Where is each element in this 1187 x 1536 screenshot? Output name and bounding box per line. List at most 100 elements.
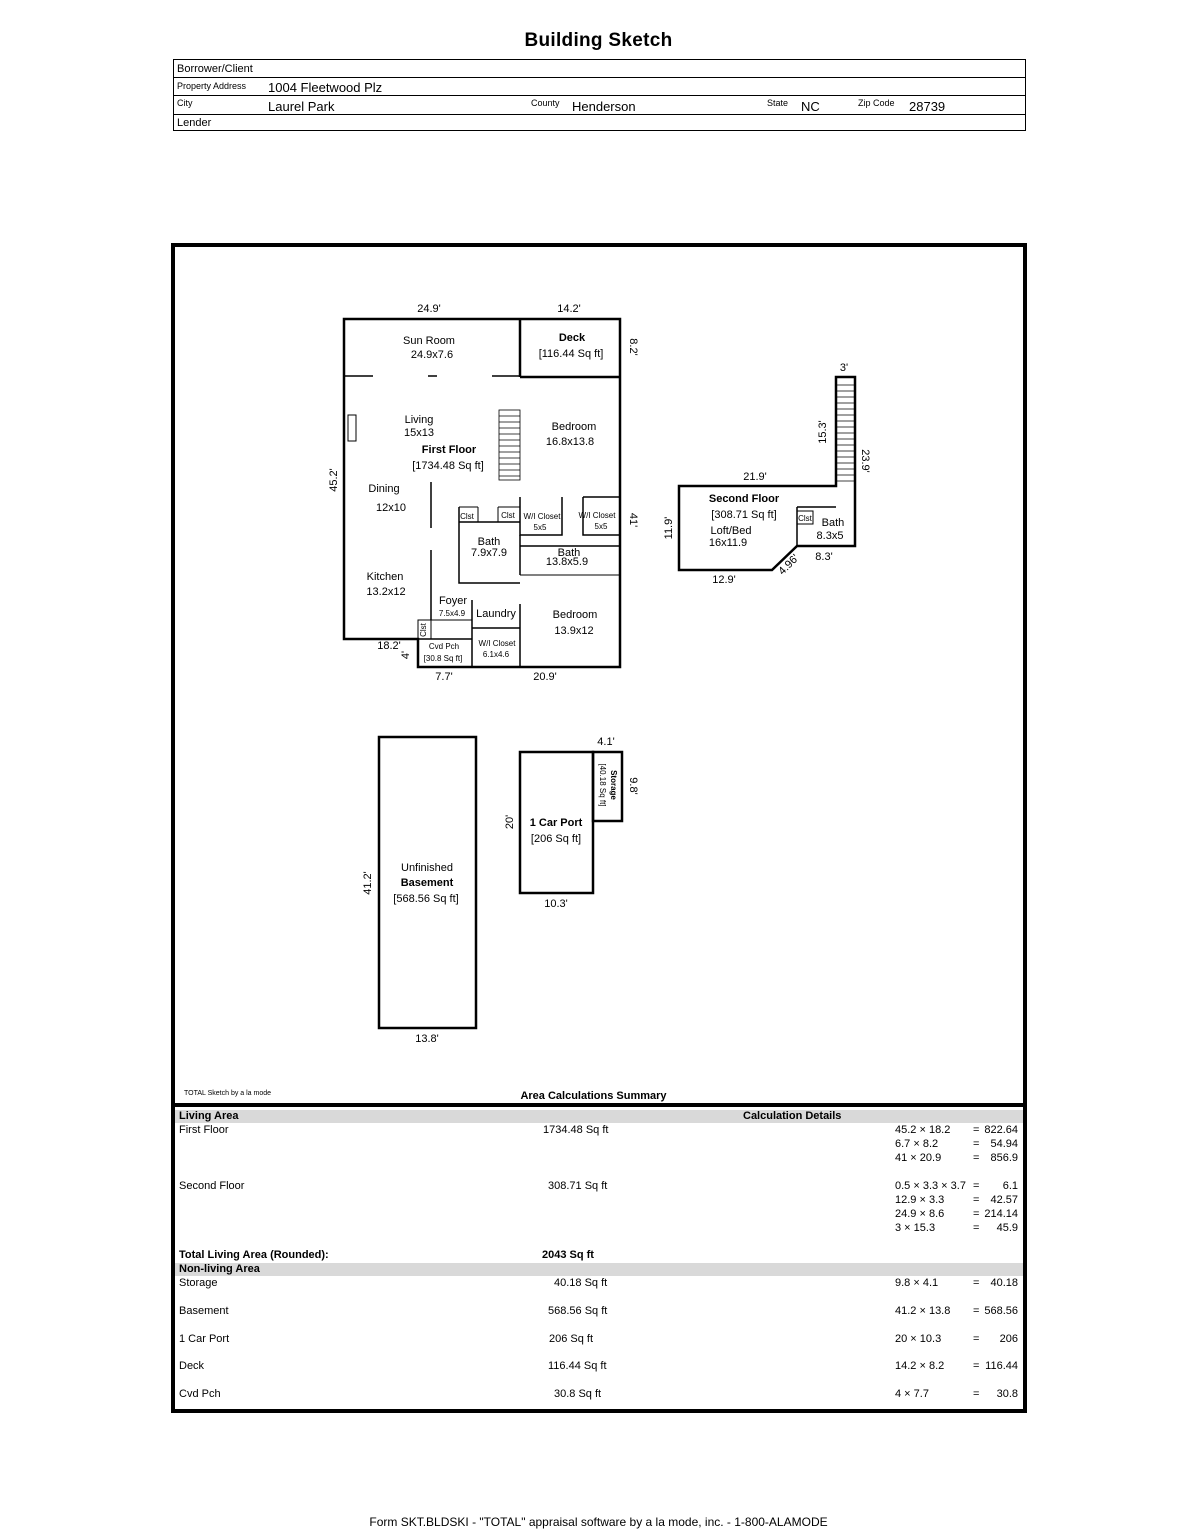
zip-value: 28739 — [909, 99, 946, 114]
dim-label: 4' — [400, 651, 412, 659]
room-label: Kitchen — [367, 571, 404, 583]
calc-value: 214.14 — [984, 1208, 1018, 1220]
calc-value: 30.8 — [996, 1388, 1018, 1400]
room-size: 13.8x5.9 — [546, 556, 588, 568]
dim-label: 7.7' — [435, 671, 452, 683]
dim-label: 10.3' — [544, 898, 568, 910]
calc-value: 116.44 — [985, 1360, 1018, 1372]
basement-label: Unfinished — [401, 862, 453, 874]
zip-label: Zip Code — [858, 98, 895, 108]
page-title: Building Sketch — [524, 30, 673, 51]
calc-expr: 41.2 × 13.8 — [895, 1305, 951, 1317]
area-name: Storage — [179, 1277, 218, 1289]
first-floor-walls — [342, 317, 622, 669]
area-value: 568.56 Sq ft — [548, 1305, 608, 1317]
first-floor-stairs — [498, 409, 521, 481]
basement-label: Basement — [401, 877, 454, 889]
borrower-label: Borrower/Client — [177, 63, 253, 75]
dim-label: 41' — [627, 513, 639, 527]
room-label: W/I Closet — [524, 512, 562, 521]
area-name: 1 Car Port — [179, 1333, 230, 1345]
dim-label: 4.96' — [776, 552, 801, 577]
borrower-row: Borrower/Client — [174, 60, 1025, 78]
calc-eq: = — [973, 1194, 980, 1206]
calc-value: 822.64 — [984, 1124, 1018, 1136]
room-label: Cvd Pch — [429, 642, 459, 651]
calc-details-header: Calculation Details — [743, 1110, 842, 1122]
storage-area: [40.18 Sq ft] — [598, 763, 607, 806]
carport-label: 1 Car Port — [530, 817, 583, 829]
calc-expr: 12.9 × 3.3 — [895, 1194, 945, 1206]
calc-value: 206 — [999, 1333, 1018, 1345]
dim-label: 8.2' — [627, 338, 639, 355]
room-size: 7.9x7.9 — [471, 547, 507, 559]
room-label: Clst — [460, 512, 475, 521]
dim-label: 21.9' — [743, 471, 767, 483]
calc-eq: = — [973, 1180, 980, 1192]
room-size: 16.8x13.8 — [546, 436, 594, 448]
area-name: Cvd Pch — [179, 1388, 221, 1400]
calc-eq: = — [973, 1138, 980, 1150]
calc-expr: 20 × 10.3 — [895, 1333, 942, 1345]
footer: Form SKT.BLDSKI - "TOTAL" appraisal soft… — [369, 1515, 828, 1529]
room-label: Bath — [558, 547, 581, 559]
calc-expr: 9.8 × 4.1 — [895, 1277, 939, 1289]
area-name: Second Floor — [179, 1180, 245, 1192]
total-living-value: 2043 Sq ft — [542, 1249, 594, 1261]
area-name: Basement — [179, 1305, 229, 1317]
calc-eq: = — [973, 1277, 980, 1289]
floor-area: [1734.48 Sq ft] — [412, 460, 484, 472]
second-floor-walls — [677, 375, 857, 572]
dim-label: 45.2' — [328, 468, 340, 492]
calc-expr: 3 × 15.3 — [895, 1222, 936, 1234]
area-value: 308.71 Sq ft — [548, 1180, 608, 1192]
address-label: Property Address — [177, 81, 247, 91]
city-label: City — [177, 98, 193, 108]
county-value: Henderson — [572, 99, 636, 114]
second-floor-stairs — [836, 384, 855, 482]
floor-plan-sketch: 24.9' 14.2' 8.2' 45.2' 41' 18.2' 4' 7.7'… — [328, 303, 871, 1045]
area-name: First Floor — [179, 1124, 229, 1136]
lender-row: Lender — [174, 115, 1025, 131]
room-label: Laundry — [476, 608, 516, 620]
area-value: 206 Sq ft — [549, 1333, 594, 1345]
dim-label: 9.8' — [627, 777, 639, 794]
calc-eq: = — [973, 1124, 980, 1136]
room-size: 24.9x7.6 — [411, 349, 453, 361]
calc-expr: 6.7 × 8.2 — [895, 1138, 939, 1150]
room-size: 5x5 — [595, 522, 608, 531]
living-area-band — [175, 1110, 1023, 1123]
calc-expr: 0.5 × 3.3 × 3.7 — [895, 1180, 966, 1192]
dim-label: 8.3' — [815, 551, 832, 563]
calc-value: 42.57 — [990, 1194, 1018, 1206]
calc-eq: = — [973, 1333, 980, 1345]
room-label: Dining — [368, 483, 399, 495]
room-area: [30.8 Sq ft] — [424, 654, 463, 663]
room-size: 13.9x12 — [554, 625, 593, 637]
storage-label: Storage — [609, 770, 618, 800]
calc-eq: = — [973, 1222, 980, 1234]
credit-text: TOTAL Sketch by a la mode — [184, 1090, 272, 1097]
room-label: Bedroom — [553, 609, 598, 621]
county-label: County — [531, 98, 560, 108]
room-size: 8.3x5 — [817, 530, 844, 542]
room-label: Clst — [501, 511, 516, 520]
area-name: Deck — [179, 1360, 205, 1372]
calc-value: 568.56 — [984, 1305, 1018, 1317]
calc-eq: = — [973, 1388, 980, 1400]
calc-expr: 45.2 × 18.2 — [895, 1124, 951, 1136]
lender-label: Lender — [177, 117, 212, 129]
address-row: Property Address 1004 Fleetwood Plz — [174, 78, 1025, 96]
calc-eq: = — [973, 1152, 980, 1164]
state-value: NC — [801, 99, 820, 114]
calc-expr: 14.2 × 8.2 — [895, 1360, 945, 1372]
storage-outline — [591, 750, 624, 823]
calc-eq: = — [973, 1360, 980, 1372]
basement-outline — [377, 735, 478, 1030]
dim-label: 3' — [840, 362, 848, 374]
nonliving-area-band — [175, 1263, 1023, 1276]
room-size: 16x11.9 — [709, 537, 747, 549]
area-value: 1734.48 Sq ft — [543, 1124, 609, 1136]
room-label: Foyer — [439, 595, 467, 607]
room-label: W/I Closet — [579, 511, 617, 520]
